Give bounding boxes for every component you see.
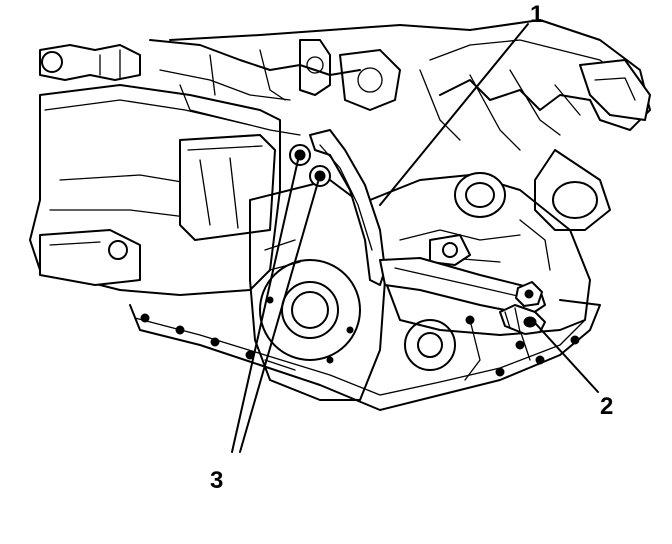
brace-bolt-upper xyxy=(289,144,311,166)
oil-pan xyxy=(129,299,601,411)
callout-3-label: 3 xyxy=(210,467,223,494)
callout-1-leader xyxy=(379,23,529,206)
transaxle-brace xyxy=(309,129,546,316)
transaxle-housing xyxy=(29,84,281,296)
callout-1-label: 1 xyxy=(530,1,543,28)
brace-bolt-right-upper xyxy=(515,281,543,307)
brace-bolt-lower xyxy=(309,165,331,187)
upper-hoses-fittings xyxy=(39,39,401,136)
callout-2-leader xyxy=(535,323,599,393)
engine-block xyxy=(369,172,591,381)
callout-2-label: 2 xyxy=(600,393,613,420)
brace-bolt-right-lower xyxy=(499,304,546,335)
intake-manifold xyxy=(169,19,651,231)
callout-3-leader xyxy=(231,159,319,453)
